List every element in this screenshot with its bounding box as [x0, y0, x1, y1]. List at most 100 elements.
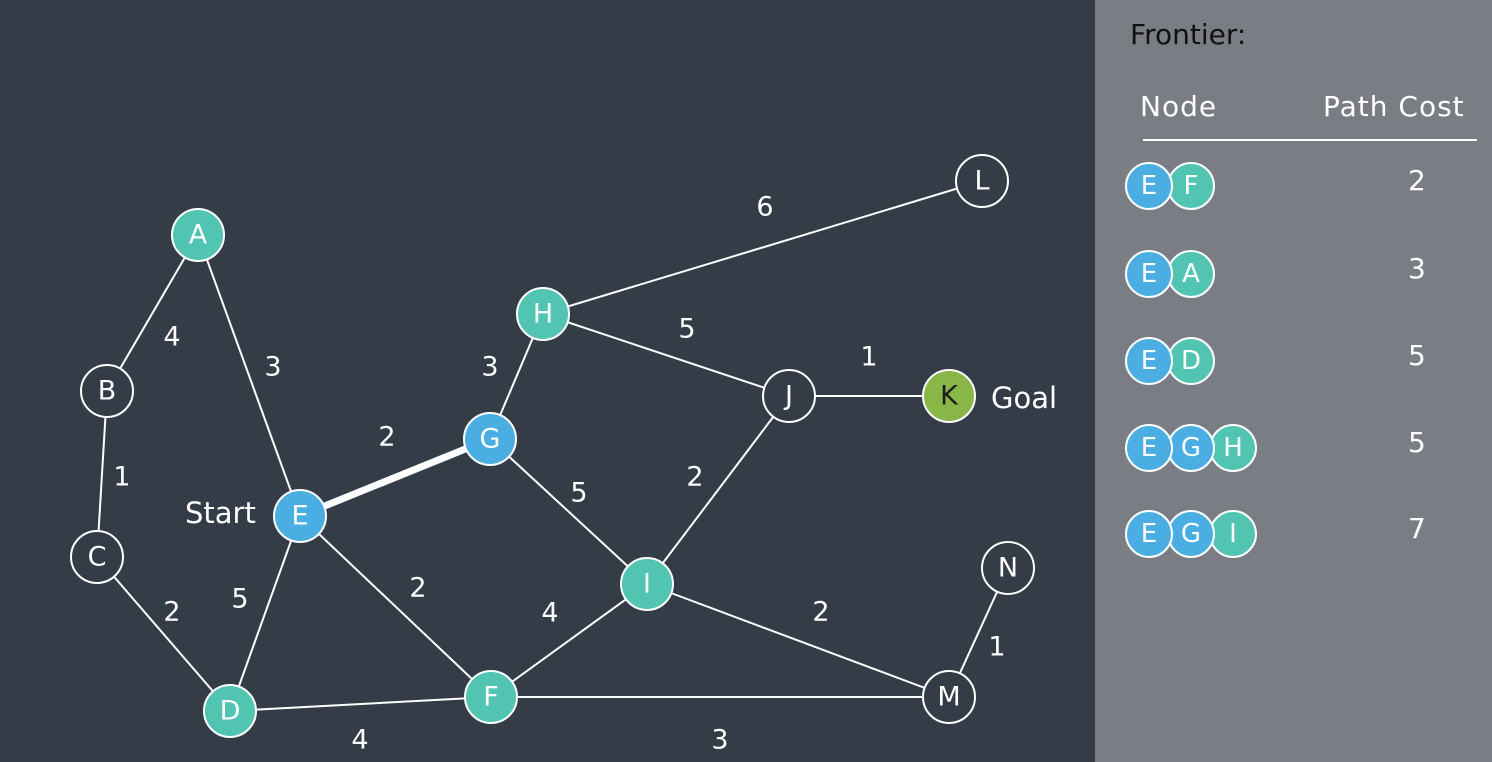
edge-e-g — [298, 435, 492, 520]
edge-f-i — [490, 583, 648, 698]
edge-i-j — [646, 395, 790, 585]
node-column-header: Node — [1140, 90, 1218, 123]
path-node-chip: H — [1209, 424, 1257, 472]
node-label-d: D — [220, 696, 241, 727]
edge-weight-f-m: 3 — [711, 725, 728, 756]
edge-weight-g-h: 3 — [481, 352, 498, 383]
path-node-chip: E — [1125, 250, 1173, 298]
node-label-a: A — [189, 220, 208, 251]
node-i: I — [620, 557, 674, 611]
path-node-chip: G — [1167, 424, 1215, 472]
node-label-i: I — [643, 569, 651, 600]
node-label-l: L — [974, 166, 989, 197]
edge-h-l — [542, 180, 983, 315]
node-label-m: M — [937, 682, 960, 713]
path-cost-value: 2 — [1408, 164, 1426, 197]
node-d: D — [203, 684, 257, 738]
edge-weight-h-l: 6 — [756, 192, 773, 223]
node-circle-j — [762, 369, 816, 423]
node-b: B — [80, 364, 134, 418]
frontier-title: Frontier: — [1130, 18, 1247, 51]
edge-weight-d-f: 4 — [351, 725, 368, 756]
edge-h-j — [542, 313, 790, 397]
edge-weight-g-i: 5 — [570, 478, 587, 509]
node-g: G — [463, 412, 517, 466]
edge-b-c — [96, 390, 108, 558]
node-label-c: C — [88, 542, 107, 573]
path-node-chip: E — [1125, 424, 1173, 472]
node-circle-d — [203, 684, 257, 738]
path-node-chip: A — [1167, 250, 1215, 298]
path-cost-value: 7 — [1408, 512, 1426, 545]
edge-a-e — [197, 234, 301, 517]
node-circle-k — [922, 369, 976, 423]
edge-weight-c-d: 2 — [163, 597, 180, 628]
node-circle-a — [171, 208, 225, 262]
node-circle-f — [464, 670, 518, 724]
start-label: Start — [185, 496, 256, 530]
header-divider — [1143, 139, 1477, 141]
edge-e-f — [299, 515, 492, 698]
node-circle-l — [955, 154, 1009, 208]
node-a: A — [171, 208, 225, 262]
node-circle-g — [463, 412, 517, 466]
edges-layer — [96, 180, 1009, 712]
path-cost-column-header: Path Cost — [1323, 90, 1465, 123]
node-circle-m — [922, 670, 976, 724]
path-node-chip: G — [1167, 510, 1215, 558]
edge-weight-a-e: 3 — [264, 352, 281, 383]
edge-weight-f-i: 4 — [541, 598, 558, 629]
node-label-k: K — [940, 381, 959, 412]
node-label-f: F — [483, 682, 499, 713]
path-cost-value: 5 — [1408, 426, 1426, 459]
node-c: C — [70, 530, 124, 584]
node-m: M — [922, 670, 976, 724]
node-circle-e — [273, 489, 327, 543]
path-node-chip: D — [1167, 337, 1215, 385]
node-circle-b — [80, 364, 134, 418]
node-circle-i — [620, 557, 674, 611]
node-label-b: B — [98, 376, 117, 407]
nodes-layer: A B C D E F G H I J K L M N — [70, 154, 1035, 738]
path-cost-value: 5 — [1408, 339, 1426, 372]
node-circle-c — [70, 530, 124, 584]
node-label-h: H — [533, 299, 553, 330]
node-l: L — [955, 154, 1009, 208]
node-label-j: J — [783, 381, 793, 412]
node-n: N — [981, 541, 1035, 595]
edge-weight-i-m: 2 — [812, 597, 829, 628]
path-node-chip: E — [1125, 337, 1173, 385]
node-e: E — [273, 489, 327, 543]
edge-weight-e-f: 2 — [409, 573, 426, 604]
node-circle-h — [516, 287, 570, 341]
edge-weight-m-n: 1 — [988, 632, 1005, 663]
edge-c-d — [96, 556, 231, 712]
path-node-chip: F — [1167, 162, 1215, 210]
path-node-chip: E — [1125, 510, 1173, 558]
edge-weight-a-b: 4 — [163, 322, 180, 353]
edge-weight-i-j: 2 — [686, 462, 703, 493]
edge-weight-e-g: 2 — [378, 422, 395, 453]
edge-weight-h-j: 5 — [678, 314, 695, 345]
path-node-chip: I — [1209, 510, 1257, 558]
node-label-e: E — [291, 501, 308, 532]
goal-label: Goal — [991, 381, 1057, 415]
node-j: J — [762, 369, 816, 423]
node-f: F — [464, 670, 518, 724]
edge-weight-b-c: 1 — [113, 462, 130, 493]
edge-weight-j-k: 1 — [860, 342, 877, 373]
node-h: H — [516, 287, 570, 341]
edge-a-b — [106, 234, 199, 392]
edge-g-i — [489, 438, 648, 585]
node-label-g: G — [480, 424, 501, 455]
node-label-n: N — [998, 553, 1018, 584]
edge-d-f — [229, 696, 492, 712]
